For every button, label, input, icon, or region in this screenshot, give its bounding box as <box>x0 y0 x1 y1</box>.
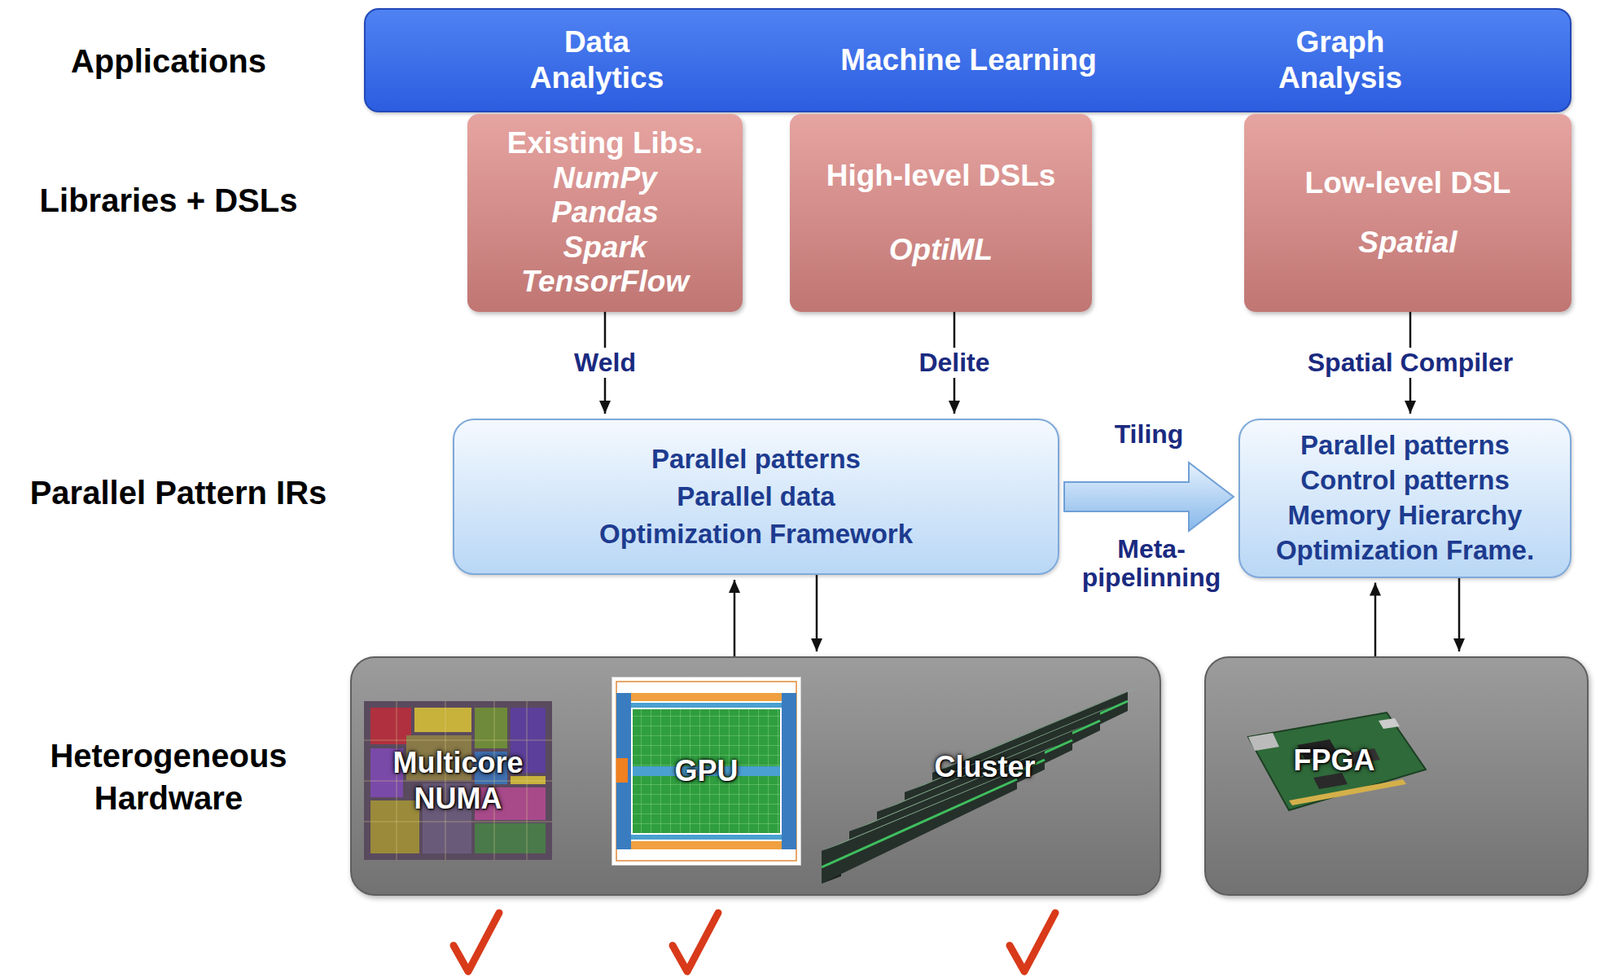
gpu-die-illustration-part <box>631 841 782 850</box>
row-label: Libraries + DSLs <box>5 179 332 222</box>
library-box: Existing Libs.NumPy Pandas Spark TensorF… <box>467 113 743 312</box>
node-text: Spatial <box>1358 225 1457 261</box>
check-mark <box>453 912 500 972</box>
fpga-board-illustration-part <box>1288 779 1407 806</box>
node-text: Parallel patterns <box>1300 428 1510 464</box>
node-text: NumPy Pandas Spark TensorFlow <box>510 161 700 300</box>
check-marks <box>453 912 1056 972</box>
node-text: Parallel data <box>676 477 835 516</box>
chip-die-illustration-part <box>363 701 553 860</box>
hardware-item: Multicore NUMA <box>363 701 553 860</box>
node-text: Existing Libs. <box>507 126 704 162</box>
node-text: FPGA <box>1293 742 1375 778</box>
node-text: Optimization Framework <box>599 515 913 553</box>
gpu-die-illustration-part <box>632 709 781 833</box>
chip-die-illustration-part <box>474 707 508 749</box>
check-mark <box>1009 912 1056 972</box>
node-text: Data Analytics <box>503 24 691 97</box>
fpga-board-illustration-part <box>1248 712 1426 811</box>
node-text: Control patterns <box>1300 463 1510 499</box>
gpu-die-illustration-part <box>616 681 797 861</box>
edge-label: Delite <box>914 347 994 378</box>
connector-arrow <box>1458 578 1461 652</box>
gpu-die-illustration-part <box>631 692 782 702</box>
gpu-die-illustration-part <box>612 677 802 866</box>
hardware-item: Cluster <box>816 683 1153 888</box>
edge-label: Weld <box>569 347 640 378</box>
hardware-item: FPGA <box>1240 704 1429 817</box>
hardware-panel: Multicore NUMA GPU <box>350 656 1162 896</box>
fpga-board-illustration-part <box>1378 718 1400 729</box>
connector-arrow <box>733 579 737 657</box>
node-text: Machine Learning <box>822 42 1116 79</box>
node-text: Low-level DSL <box>1305 166 1512 202</box>
cluster-racks-illustration-part <box>821 769 1017 884</box>
cluster-racks-illustration-part <box>821 779 1017 868</box>
dsl-box: Low-level DSL Spatial <box>1244 113 1572 312</box>
gpu-die-illustration-part <box>781 692 797 850</box>
edge-label: Spatial Compiler <box>1303 347 1518 378</box>
node-text: Cluster <box>933 749 1035 785</box>
ir-box: Parallel patternsControl patternsMemory … <box>1238 418 1572 579</box>
node-text: Multicore NUMA <box>363 745 553 816</box>
chip-die-illustration-part <box>474 823 546 854</box>
chip-die-illustration-part <box>370 707 412 745</box>
connector-arrow <box>815 574 819 652</box>
node-text: High-level DSLs <box>826 158 1057 194</box>
hardware-item: GPU <box>611 676 802 866</box>
gpu-die-illustration-part <box>616 758 628 783</box>
gpu-die-illustration-part <box>631 702 782 708</box>
node-text: GPU <box>674 753 738 789</box>
node-text: Parallel patterns <box>651 440 861 478</box>
cluster-racks-illustration <box>816 683 1153 888</box>
chip-die-illustration <box>363 701 553 860</box>
row-label: Heterogeneous Hardware <box>30 734 307 820</box>
dsl-box: High-level DSLsOptiML <box>789 113 1092 312</box>
gpu-die-illustration-part <box>616 692 632 850</box>
row-label: Parallel Pattern IRs <box>3 471 354 514</box>
chip-die-illustration-part <box>363 701 553 860</box>
arrow-label: Meta- pipelinning <box>1065 534 1237 592</box>
fpga-board-illustration-part <box>1248 732 1280 751</box>
gpu-die-illustration-part <box>631 834 782 840</box>
connector-arrow <box>1374 583 1377 657</box>
node-text: Graph Analysis <box>1246 24 1434 97</box>
application-band: Data Analytics Machine Learning Graph Anal… <box>363 8 1572 113</box>
edge-label: Tiling <box>1110 419 1188 450</box>
check-mark <box>672 912 719 972</box>
cluster-racks-illustration-part <box>904 705 1114 793</box>
ir-box: Parallel patternsParallel dataOptimizati… <box>452 418 1060 575</box>
node-text: Memory Hierarchy <box>1288 498 1523 534</box>
node-text: Optimization Frame. <box>1275 533 1535 569</box>
chip-die-illustration-part <box>370 800 420 854</box>
node-text: OptiML <box>889 232 993 268</box>
row-label: Applications <box>13 39 324 83</box>
chip-die-illustration-part <box>414 707 472 733</box>
hardware-panel: FPGA <box>1204 656 1589 896</box>
block-arrow <box>1064 462 1234 531</box>
